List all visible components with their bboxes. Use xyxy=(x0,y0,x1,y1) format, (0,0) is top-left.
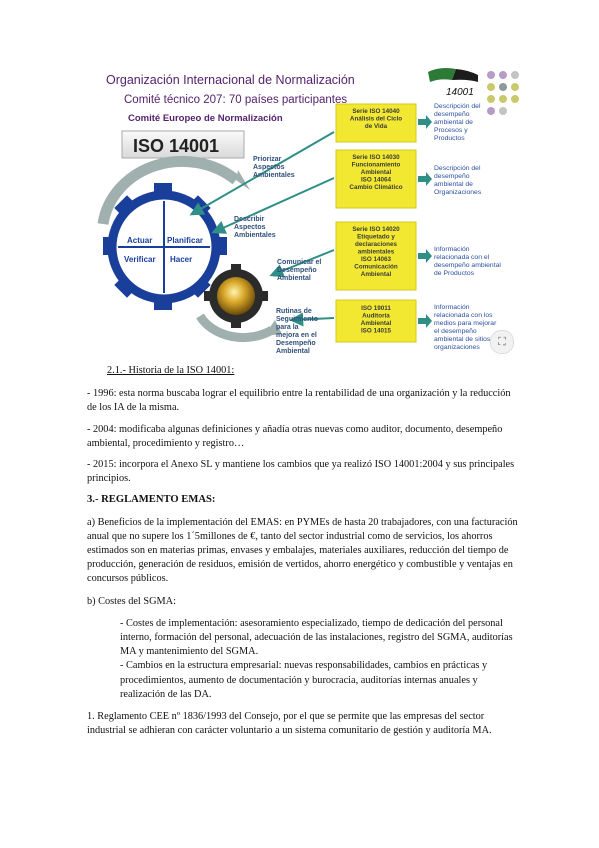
paragraph-a: a) Beneficios de la implementación del E… xyxy=(87,516,518,585)
desc-text: relacionada con los xyxy=(434,312,493,319)
desc-text: Descripción del xyxy=(434,165,481,172)
box-iso-14030 xyxy=(335,149,417,209)
box-text: Análisis del Ciclo xyxy=(350,116,402,123)
box-text: Serie ISO 14030 xyxy=(352,154,400,161)
box-text: Ambiental xyxy=(361,320,392,327)
gear-hacer: Hacer xyxy=(170,255,192,264)
diagram-title-3: Comité Europeo de Normalización xyxy=(128,113,283,124)
gear-verificar: Verificar xyxy=(124,255,156,264)
box-text: Funcionamiento xyxy=(352,162,401,169)
box-text: Etiquetado y xyxy=(357,234,395,241)
desc-text: Información xyxy=(434,246,470,253)
iso-14001-label: ISO 14001 xyxy=(133,136,219,156)
document-body: 2.1.- Historia de la ISO 14001: - 1996: … xyxy=(87,364,519,746)
diagram-title-2: Comité técnico 207: 70 países participan… xyxy=(124,94,347,106)
box-text: declaraciones xyxy=(355,241,398,248)
paragraph-b-item-2: - Cambios en la estructura empresarial: … xyxy=(120,660,488,700)
desc-text: el desempeño xyxy=(434,328,477,335)
history-item-2015: - 2015: incorpora el Anexo SL y mantiene… xyxy=(87,459,515,485)
desc-text: de Productos xyxy=(434,270,475,277)
label-rutinas-3: para la xyxy=(276,324,299,331)
history-item-1996: - 1996: esta norma buscaba lograr el equ… xyxy=(87,388,511,414)
iso-boxes xyxy=(335,103,417,343)
paragraph-b-item-1: - Costes de implementación: asesoramient… xyxy=(120,617,513,658)
logo-text: 14001 xyxy=(446,87,474,98)
history-item-2004: - 2004: modificaba algunas definiciones … xyxy=(87,423,503,449)
paragraph-b-heading: b) Costes del SGMA: xyxy=(87,595,176,607)
box-text: Ambiental xyxy=(361,169,392,176)
desc-text: desempeño xyxy=(434,111,470,118)
expand-icon: ⛶ xyxy=(498,335,506,348)
diagram-title-1: Organización Internacional de Normalizac… xyxy=(106,73,355,87)
desc-text: desempeño ambiental xyxy=(434,262,501,269)
gear-planificar: Planificar xyxy=(167,236,203,245)
expand-image-button[interactable]: ⛶ xyxy=(490,330,514,354)
box-text: Serie ISO 14020 xyxy=(352,226,400,233)
history-heading: 2.1.- Historia de la ISO 14001: xyxy=(107,365,235,376)
desc-text: ambiental de sitios xyxy=(434,336,491,343)
pdca-gear: Actuar Planificar Verificar Hacer xyxy=(103,183,227,310)
box-text: ISO 14063 xyxy=(361,256,392,263)
box-text: de Vida xyxy=(365,123,388,130)
label-describir-1: Describir xyxy=(234,216,265,223)
desc-text: desempeño xyxy=(434,173,470,180)
section-3-title: 3.- REGLAMENTO EMAS: xyxy=(87,494,216,506)
label-comunicar-3: Ambiental xyxy=(277,275,311,282)
box-text: Cambio Climático xyxy=(349,184,402,191)
desc-text: relacionada con el xyxy=(434,254,490,261)
label-rutinas-5: Desempeño xyxy=(276,340,316,347)
gear-actuar: Actuar xyxy=(127,236,152,245)
desc-text: Descripción del xyxy=(434,103,481,110)
right-arrows xyxy=(418,115,432,328)
iso-14001-box xyxy=(121,130,245,159)
gold-gear xyxy=(204,264,268,328)
label-priorizar-3: Ambientales xyxy=(253,172,295,179)
label-comunicar-2: Desempeño xyxy=(277,267,317,274)
label-describir-2: Aspectos xyxy=(234,224,266,231)
box-iso-14020 xyxy=(335,221,417,291)
desc-text: medios para mejorar xyxy=(434,320,497,327)
box-iso-19011 xyxy=(335,299,417,343)
label-rutinas-4: mejora en el xyxy=(276,332,317,339)
iso-diagram: Organización Internacional de Normalizac… xyxy=(97,68,519,355)
box-text: Comunicación xyxy=(354,264,398,271)
label-describir-3: Ambientales xyxy=(234,232,276,239)
desc-text: organizaciones xyxy=(434,344,480,351)
box-text: Ambiental xyxy=(361,271,392,278)
desc-text: Organizaciones xyxy=(434,189,482,196)
desc-text: Procesos y xyxy=(434,127,468,134)
iso-logo: 14001 xyxy=(428,68,478,104)
box-text: ISO 19011 xyxy=(361,305,391,312)
desc-text: Productos xyxy=(434,135,465,142)
decorative-dots xyxy=(487,71,519,115)
label-priorizar-1: Priorizar xyxy=(253,156,282,163)
label-comunicar-1: Comunicar el xyxy=(277,259,321,266)
box-text: Serie ISO 14040 xyxy=(352,108,400,115)
box-text: ISO 14064 xyxy=(361,177,392,184)
label-rutinas-6: Ambiental xyxy=(276,348,310,355)
box-text: ambientales xyxy=(358,249,395,256)
desc-text: ambiental de xyxy=(434,119,473,126)
box-text: ISO 14015 xyxy=(361,328,392,335)
box-iso-14040 xyxy=(335,103,417,143)
label-rutinas-1: Rutinas de xyxy=(276,308,312,315)
label-rutinas-2: Seguimiento xyxy=(276,316,318,323)
label-priorizar-2: Aspectos xyxy=(253,164,285,171)
paragraph-1: 1. Reglamento CEE nº 1836/1993 del Conse… xyxy=(87,711,492,737)
box-text: Auditoría xyxy=(362,313,390,320)
desc-text: ambiental de xyxy=(434,181,473,188)
desc-text: Información xyxy=(434,304,470,311)
